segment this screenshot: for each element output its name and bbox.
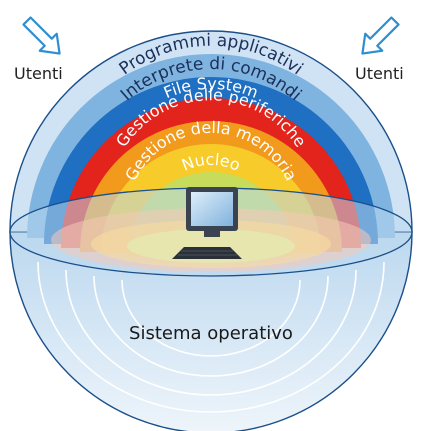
- users-right: Utenti: [355, 16, 404, 83]
- users-left: Utenti: [14, 16, 63, 83]
- arrow-down-right-icon: [22, 16, 61, 55]
- system-label: Sistema operativo: [129, 323, 293, 344]
- arrow-down-left-icon: [361, 16, 400, 55]
- computer-icon: [172, 187, 242, 259]
- equatorial-plane: [9, 187, 413, 277]
- lower-hemisphere: [9, 231, 413, 431]
- users-label-right: Utenti: [355, 64, 404, 83]
- users-label-left: Utenti: [14, 64, 63, 83]
